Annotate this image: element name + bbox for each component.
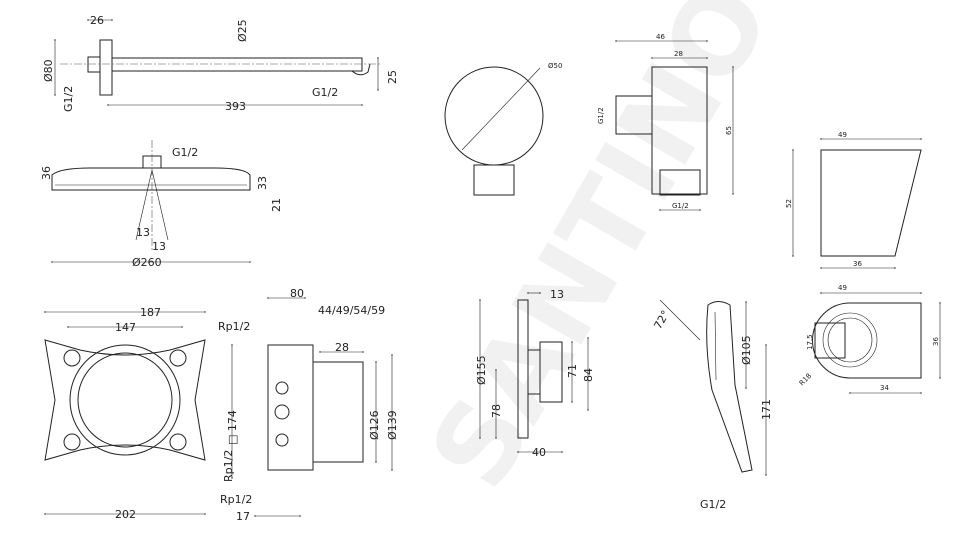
dim-label: 33 bbox=[256, 176, 269, 190]
dim-label: 25 bbox=[386, 70, 399, 84]
dim-label: G1/2 bbox=[672, 202, 689, 210]
dim-label: Rp1/2 bbox=[218, 320, 250, 333]
dim-label: 171 bbox=[760, 399, 773, 420]
dim-label: Ø139 bbox=[386, 410, 399, 440]
dim-label: 13 bbox=[550, 288, 564, 301]
holder-side-view: 49 52 36 bbox=[785, 131, 922, 269]
overhead-shower-view: G1/2 36 33 21 13 13 Ø260 bbox=[40, 140, 283, 269]
dim-label: 13 bbox=[152, 240, 166, 253]
dim-label: 28 bbox=[674, 50, 683, 58]
dim-label: Ø25 bbox=[236, 19, 249, 42]
dim-label: 36 bbox=[932, 337, 940, 346]
hand-shower-view: 72° Ø105 171 G1/2 bbox=[651, 299, 773, 511]
dim-label: 40 bbox=[532, 446, 546, 459]
dim-label: 393 bbox=[225, 100, 246, 113]
dim-label: 44/49/54/59 bbox=[318, 304, 385, 317]
dim-label: G1/2 bbox=[62, 86, 75, 112]
dim-label: Rp1/2 bbox=[222, 450, 235, 482]
dim-label: Ø155 bbox=[475, 355, 488, 385]
dim-label: 49 bbox=[838, 284, 847, 292]
dim-label: 17 bbox=[236, 510, 250, 523]
dim-label: Rp1/2 bbox=[220, 493, 252, 506]
dim-label: 78 bbox=[490, 404, 503, 418]
dim-label: G1/2 bbox=[597, 107, 605, 124]
dim-label: 26 bbox=[90, 14, 104, 27]
dim-label: 13 bbox=[136, 226, 150, 239]
dim-label: 65 bbox=[725, 126, 733, 135]
dim-label: 71 bbox=[566, 364, 579, 378]
dim-label: R18 bbox=[798, 372, 813, 387]
mount-plate-view: 187 147 202 bbox=[44, 306, 206, 521]
dim-label: 72° bbox=[651, 308, 672, 331]
dim-label: 202 bbox=[115, 508, 136, 521]
dim-label: □ 174 bbox=[226, 410, 239, 445]
dim-label: 187 bbox=[140, 306, 161, 319]
dim-label: 84 bbox=[582, 368, 595, 382]
dim-label: Ø80 bbox=[42, 59, 55, 82]
dim-label: 36 bbox=[40, 166, 53, 180]
dim-label: 52 bbox=[785, 199, 793, 208]
dim-label: 49 bbox=[838, 131, 847, 139]
install-box-view: 80 Rp1/2 44/49/54/59 28 □ 174 Rp1/2 Rp1/… bbox=[218, 287, 399, 523]
dim-label: 147 bbox=[115, 321, 136, 334]
shower-arm-view: 26 Ø80 G1/2 Ø25 393 G1/2 25 bbox=[42, 14, 399, 113]
watermark: SANTINO bbox=[406, 0, 796, 509]
dim-label: Ø105 bbox=[740, 335, 753, 365]
dim-label: 17.5 bbox=[806, 334, 814, 350]
holder-top-view: 49 17.5 36 R18 34 bbox=[798, 284, 941, 394]
dim-label: G1/2 bbox=[700, 498, 726, 511]
dim-label: Ø126 bbox=[368, 410, 381, 440]
thermostat-view: 13 Ø155 78 71 84 40 bbox=[475, 288, 595, 459]
dim-label: Ø50 bbox=[548, 62, 562, 70]
dim-label: G1/2 bbox=[312, 86, 338, 99]
wall-outlet-view: Ø50 46 28 G1/2 65 G1/2 bbox=[444, 33, 734, 211]
dim-label: 36 bbox=[853, 260, 862, 268]
dim-label: 34 bbox=[880, 384, 889, 392]
dim-label: G1/2 bbox=[172, 146, 198, 159]
dim-label: 21 bbox=[270, 198, 283, 212]
dim-label: 80 bbox=[290, 287, 304, 300]
dim-label: Ø260 bbox=[132, 256, 162, 269]
dim-label: 28 bbox=[335, 341, 349, 354]
dim-label: 46 bbox=[656, 33, 665, 41]
